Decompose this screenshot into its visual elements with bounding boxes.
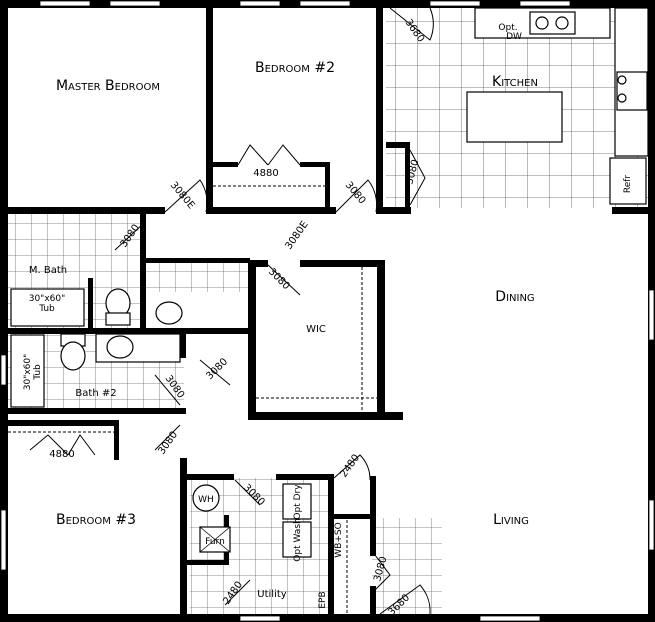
room-label-dining: Dining — [495, 289, 534, 305]
tub2-label: Tub — [33, 364, 43, 381]
door-label: 3080 — [156, 430, 180, 457]
room-label-utility: Utility — [257, 589, 286, 600]
opt-dw-label: Opt. — [498, 23, 517, 33]
door-label: 3080E — [283, 219, 310, 251]
tub1-label: Tub — [38, 304, 55, 314]
bath2-tub-icon — [10, 334, 45, 408]
room-label-bedroom2: Bedroom #2 — [255, 60, 335, 76]
refrigerator-icon — [609, 157, 647, 205]
washer-icon — [282, 521, 312, 558]
room-label-wic: WIC — [306, 324, 326, 335]
door-label: 3080E — [168, 180, 197, 211]
door-label: 3080 — [266, 266, 292, 292]
door-label: 2480 — [338, 453, 362, 480]
room-label-bath2: Bath #2 — [75, 388, 116, 399]
linen-floor — [146, 262, 250, 292]
tub1-size: 30"x60" — [29, 294, 66, 304]
room-label-kitchen: Kitchen — [492, 74, 538, 90]
wb-so-label: WB+SO — [334, 522, 344, 557]
wh-label: WH — [198, 495, 214, 505]
room-label-living: Living — [493, 512, 529, 528]
room-label-bedroom3: Bedroom #3 — [56, 512, 136, 528]
water-heater-icon — [192, 484, 220, 512]
opt-dw-label-2: DW — [506, 32, 522, 42]
door-label: 4880 — [49, 449, 74, 460]
entry-floor — [372, 518, 442, 617]
room-label-m-bath: M. Bath — [29, 265, 67, 276]
master-tub-icon — [10, 288, 85, 327]
door-swings — [29, 7, 434, 615]
furn-label: Furn — [205, 537, 225, 547]
epb-label: EPB — [318, 591, 328, 608]
tub2-size: 30"x60" — [23, 354, 33, 391]
kitchen-island — [466, 91, 563, 143]
refr-label: Refr — [623, 175, 633, 194]
door-label: 4880 — [253, 168, 278, 179]
room-label-master-bedroom: Master Bedroom — [56, 78, 160, 94]
opt-wash-label: Opt Wash — [293, 518, 303, 561]
sink-icon — [155, 301, 183, 325]
dryer-icon — [282, 483, 312, 520]
opt-dry-label: Opt Dry — [293, 484, 303, 520]
door-label: 3080 — [204, 356, 230, 382]
